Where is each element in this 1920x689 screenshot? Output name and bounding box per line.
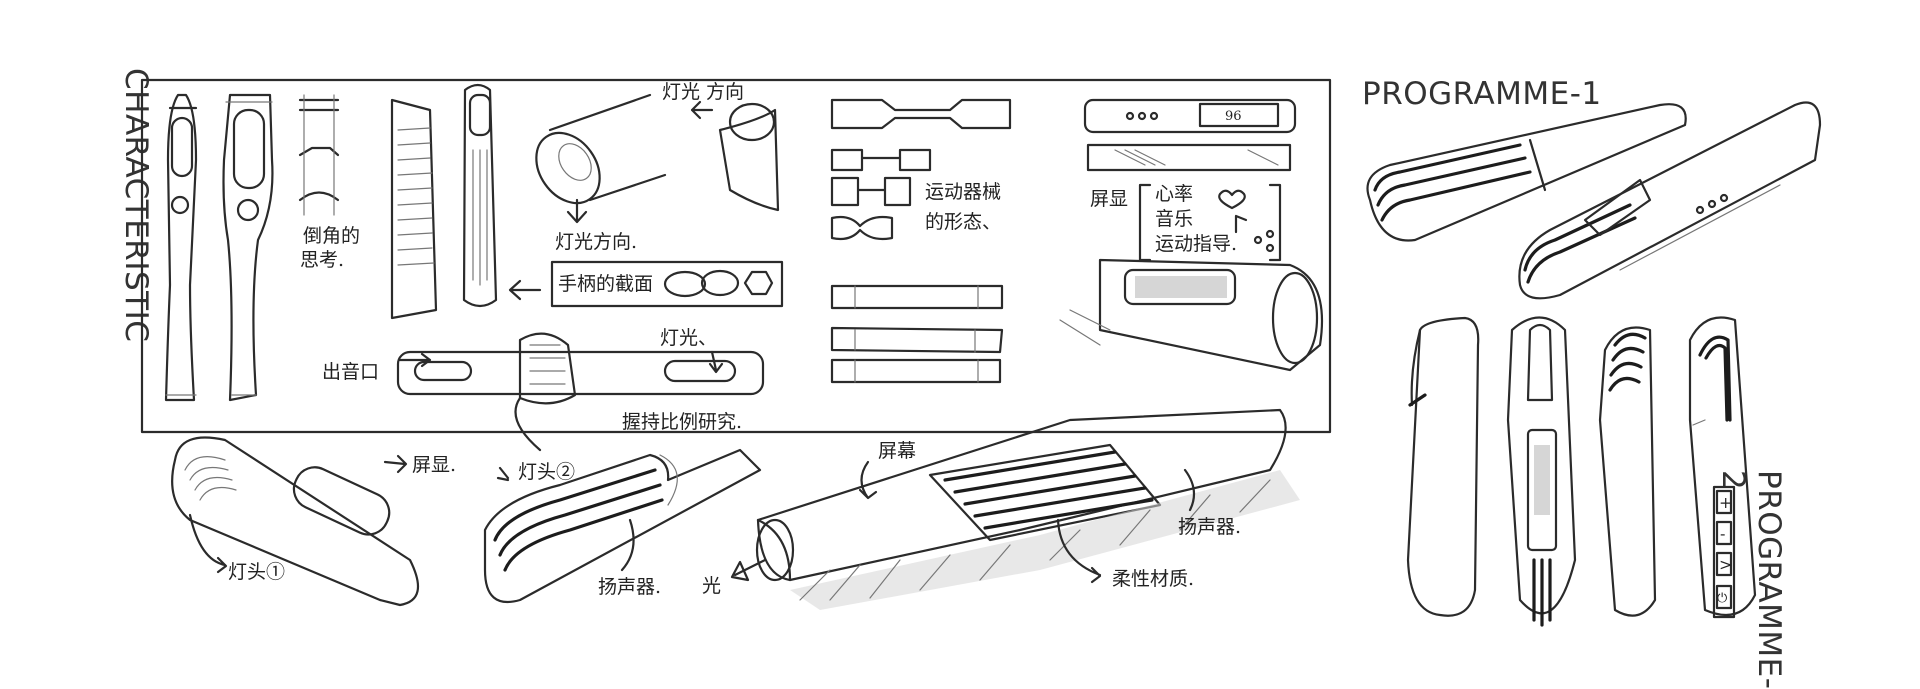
minus-button[interactable] xyxy=(1715,520,1733,546)
label-corner-thinking: 倒角的 思考. xyxy=(300,225,366,271)
light-direction-sketch: 灯光 方向 灯光方向. xyxy=(535,81,780,253)
label-light-direction: 灯光方向. xyxy=(555,231,637,253)
control-buttons: + - > ⏻ xyxy=(1712,485,1736,619)
handle-front-sketch xyxy=(164,93,198,402)
plus-button[interactable] xyxy=(1715,489,1733,515)
label-speaker-a: 扬声器. xyxy=(598,576,661,598)
sport-equipment-sketch: 运动器械 的形态、 xyxy=(830,98,1012,384)
label-screen-display: 屏显 xyxy=(1090,188,1128,210)
next-button[interactable] xyxy=(1715,551,1733,577)
ribbed-side-sketch xyxy=(390,98,438,320)
programme-1-sketch xyxy=(1366,101,1822,300)
label-sport-equipment: 运动器械 的形态、 xyxy=(925,181,1007,233)
lamp-head-2-sketch: 灯头② 扬声器. xyxy=(483,448,762,604)
label-screen: 屏显. xyxy=(412,454,456,476)
label-lamp-head-1: 灯头① xyxy=(228,561,285,583)
heading-programme-1: PROGRAMME-1 xyxy=(1362,76,1602,112)
heart-icon xyxy=(1218,189,1246,210)
chamfer-study: 倒角的 思考. xyxy=(298,94,366,271)
label-speaker-b: 扬声器. xyxy=(1178,516,1241,538)
handle-section-panel: 手柄的截面 xyxy=(508,260,784,308)
next-label: > xyxy=(1719,555,1732,574)
menu-exercise-guide: 运动指导. xyxy=(1155,233,1237,255)
label-light-b: 光 xyxy=(702,575,721,597)
grip-study-sketch: 出音口 灯光、 握持比例研究. xyxy=(322,327,765,452)
label-handle-section: 手柄的截面 xyxy=(558,273,653,295)
programme-2-sketch xyxy=(1406,316,1757,627)
label-light-direction-top: 灯光 方向 xyxy=(662,81,744,103)
ribbed-front-sketch xyxy=(462,83,498,308)
label-screen-b: 屏幕 xyxy=(878,440,916,462)
label-heart-rate-value: 96 xyxy=(1225,109,1242,124)
lamp-head-1-sketch: 屏显. 灯头① xyxy=(171,436,456,607)
menu-music: 音乐 xyxy=(1155,208,1193,230)
label-lamp-head-2: 灯头② xyxy=(518,461,575,483)
minus-label: - xyxy=(1720,524,1725,543)
menu-heart-rate: 心率 xyxy=(1155,183,1193,205)
label-soft-material: 柔性材质. xyxy=(1112,568,1194,590)
screen-display-sketch: 96 屏显 心率 音乐 运动指导. xyxy=(1059,98,1324,372)
flat-device-sketch: 屏幕 扬声器. 柔性材质. 光 xyxy=(702,408,1300,610)
label-light: 灯光、 xyxy=(660,327,717,349)
plus-label: + xyxy=(1719,493,1732,512)
music-note-icon xyxy=(1234,214,1248,234)
handle-side-sketch xyxy=(222,93,274,402)
characteristic-frame xyxy=(140,78,1332,434)
power-button[interactable] xyxy=(1715,584,1733,610)
share-icon xyxy=(1253,229,1275,253)
power-icon: ⏻ xyxy=(1717,591,1727,606)
label-outlet: 出音口 xyxy=(322,361,379,383)
label-grip-ratio: 握持比例研究. xyxy=(622,411,742,433)
arrow-icon xyxy=(730,558,767,582)
